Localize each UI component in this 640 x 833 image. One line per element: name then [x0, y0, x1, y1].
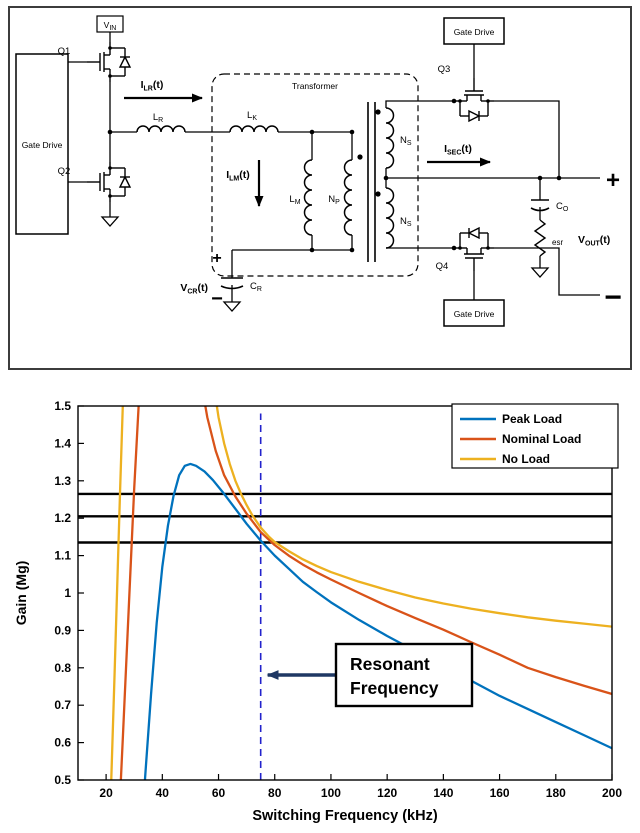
lm-inductor	[303, 159, 313, 236]
x-tick-label: 140	[433, 786, 453, 800]
y-tick-label: 1.4	[54, 436, 71, 450]
ns-bottom-polarity-dot	[375, 191, 381, 197]
label-vin: VIN	[104, 20, 117, 32]
y-tick-label: 0.8	[54, 661, 71, 675]
cr-plus-sign: +	[212, 250, 221, 267]
gate-drive-top-box	[443, 17, 505, 45]
y-tick-label: 0.6	[54, 736, 71, 750]
x-tick-label: 20	[99, 786, 113, 800]
output-plus-sign: +	[606, 167, 620, 194]
x-tick-label: 120	[377, 786, 397, 800]
label-q2: Q2	[58, 166, 71, 177]
label-isec: ISEC(t)	[444, 143, 472, 157]
circuit-schematic: Gate Drive Gate Drive Gate Drive Transfo…	[15, 15, 622, 327]
ns-top-polarity-dot	[375, 109, 381, 115]
circuit-wires	[68, 32, 600, 302]
y-axis-title: Gain (Mg)	[13, 561, 29, 626]
series-nominal-load	[119, 406, 612, 780]
annotation-text: Resonant	[350, 654, 430, 674]
label-ilm: ILM(t)	[226, 169, 250, 183]
y-tick-label: 1.2	[54, 511, 71, 525]
gate-drive-left-box	[15, 53, 69, 235]
label-vout: VOUT(t)	[578, 234, 610, 248]
label-cr: CR	[250, 281, 262, 293]
x-tick-label: 160	[490, 786, 510, 800]
label-co: CO	[556, 201, 569, 213]
np-winding	[343, 159, 353, 236]
x-tick-label: 200	[602, 786, 622, 800]
label-esr: esr	[552, 238, 563, 247]
label-ns-bottom: NS	[400, 216, 412, 228]
annotation-box	[334, 642, 474, 708]
series-no-load	[110, 406, 612, 780]
co-capacitor	[530, 207, 550, 212]
y-tick-label: 0.9	[54, 623, 71, 637]
q2-mosfet	[86, 161, 131, 203]
x-tick-label: 80	[268, 786, 282, 800]
lk-inductor	[229, 125, 279, 133]
label-lm: LM	[289, 194, 300, 206]
label-vcr: VCR(t)	[180, 282, 208, 296]
label-q4: Q4	[436, 261, 449, 272]
legend-label: Nominal Load	[502, 432, 581, 446]
x-tick-label: 180	[546, 786, 566, 800]
q1-mosfet	[86, 41, 131, 83]
q3-mosfet	[453, 77, 495, 122]
junction-dots	[107, 98, 562, 253]
ground-q2-icon	[101, 216, 119, 227]
x-tick-label: 100	[321, 786, 341, 800]
y-tick-label: 0.7	[54, 698, 71, 712]
q4-mosfet	[453, 227, 495, 272]
label-lr: LR	[153, 112, 163, 124]
label-q3: Q3	[438, 64, 451, 75]
y-tick-label: 1	[64, 586, 71, 600]
lr-inductor	[136, 125, 186, 133]
gain-chart-panel: 20 40 60 80 100 120 140 160 180 200 0.5 0.6 0.7 0.8 0.…	[0, 392, 640, 830]
esr-resistor	[533, 219, 547, 257]
label-ilr: ILR(t)	[141, 79, 164, 93]
x-axis-title: Switching Frequency (kHz)	[252, 808, 437, 824]
legend-label: No Load	[502, 452, 550, 466]
label-gate-drive-bottom: Gate Drive	[454, 309, 495, 319]
x-tick-label: 60	[212, 786, 226, 800]
ground-cr-icon	[223, 301, 241, 312]
cr-capacitor	[220, 285, 244, 290]
legend-box	[451, 403, 619, 469]
annotation-text: Frequency	[350, 678, 439, 698]
label-gate-drive-left: Gate Drive	[22, 140, 63, 150]
circuit-diagram-panel: Gate Drive Gate Drive Gate Drive Transfo…	[8, 6, 632, 370]
ground-output-icon	[531, 267, 549, 278]
vin-box	[96, 15, 124, 33]
label-lk: LK	[247, 110, 257, 122]
np-polarity-dot	[357, 154, 363, 160]
y-tick-label: 0.5	[54, 773, 71, 787]
y-tick-label: 1.1	[54, 549, 71, 563]
label-transformer: Transformer	[292, 81, 338, 91]
ns-bottom-winding	[385, 187, 395, 249]
legend-label: Peak Load	[502, 412, 562, 426]
x-tick-label: 40	[156, 786, 170, 800]
label-gate-drive-top: Gate Drive	[454, 27, 495, 37]
ns-top-winding	[385, 107, 395, 169]
cr-minus-sign: −	[211, 288, 223, 310]
y-tick-label: 1.3	[54, 474, 71, 488]
gain-vs-frequency-chart: 20 40 60 80 100 120 140 160 180 200 0.5 0.6 0.7 0.8 0.…	[13, 399, 622, 824]
gate-drive-bottom-box	[443, 299, 505, 327]
label-ns-top: NS	[400, 135, 412, 147]
label-np: NP	[328, 194, 340, 206]
label-q1: Q1	[58, 46, 71, 57]
output-minus-sign: −	[604, 281, 622, 314]
y-tick-label: 1.5	[54, 399, 71, 413]
transformer-dashed-box	[211, 73, 419, 277]
